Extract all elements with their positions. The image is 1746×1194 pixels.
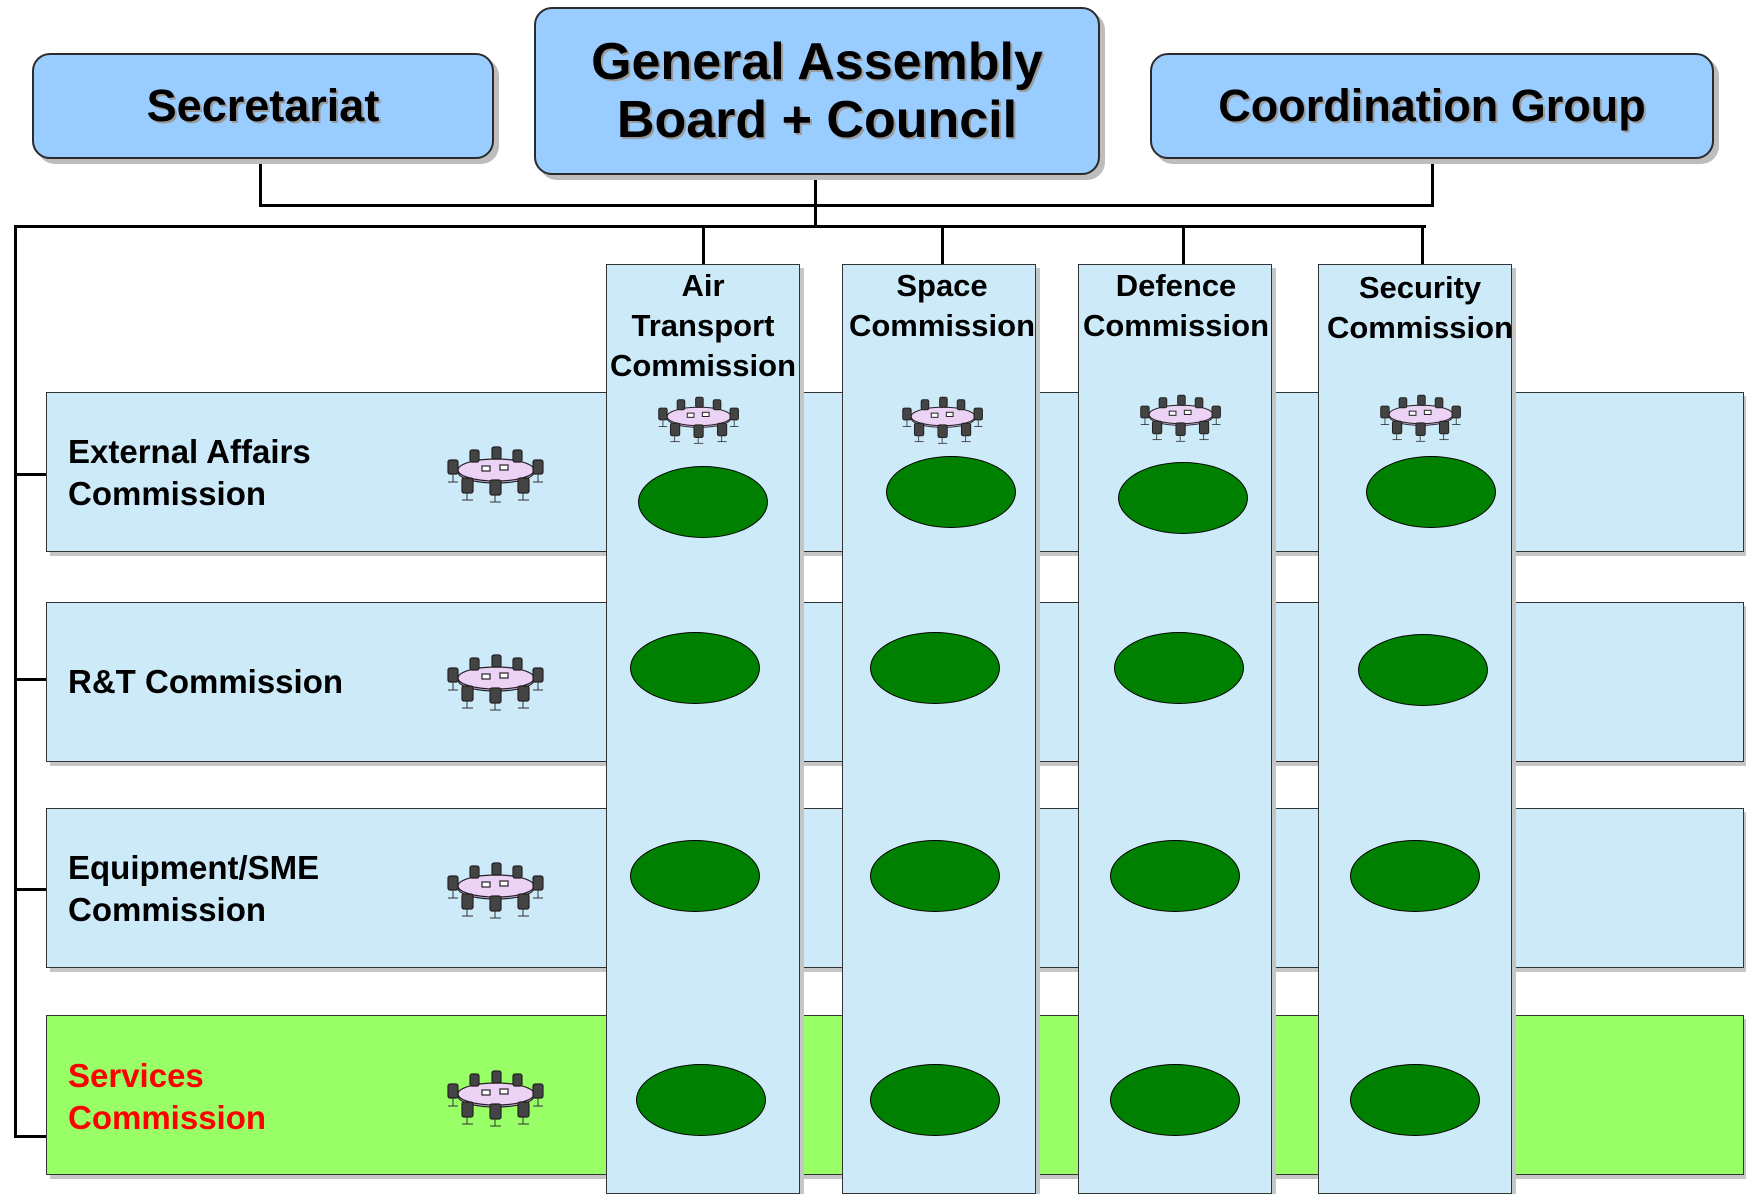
meeting-table-icon bbox=[890, 393, 996, 445]
col-drop-air bbox=[702, 225, 705, 265]
group-ellipse-services-air bbox=[636, 1064, 766, 1136]
board-council-label: Board + Council bbox=[616, 91, 1018, 149]
coordination-group-label: Coordination Group bbox=[1218, 79, 1646, 131]
row-label-services: Services Commission bbox=[68, 1057, 267, 1136]
group-ellipse-services-defence bbox=[1110, 1064, 1240, 1136]
group-ellipse-external-space bbox=[886, 456, 1016, 528]
group-ellipse-rt-air bbox=[630, 632, 760, 704]
col-title-air-transport: Air Transport Commission bbox=[609, 268, 797, 383]
meeting-table-icon bbox=[440, 858, 552, 920]
group-ellipse-rt-defence bbox=[1114, 632, 1244, 704]
meeting-table-icon bbox=[646, 393, 752, 445]
secretariat-connector bbox=[259, 156, 262, 207]
row-tick-equipment bbox=[14, 888, 48, 891]
group-ellipse-external-security bbox=[1366, 456, 1496, 528]
left-spine-line bbox=[14, 225, 17, 1137]
group-ellipse-rt-security bbox=[1358, 634, 1488, 706]
group-ellipse-services-security bbox=[1350, 1064, 1480, 1136]
general-assembly-box: General Assembly Board + Council bbox=[534, 7, 1100, 175]
row-label-rt: R&T Commission bbox=[68, 663, 344, 700]
assembly-connector bbox=[814, 172, 817, 226]
row-tick-services bbox=[14, 1135, 48, 1138]
col-title-security: Security Commission bbox=[1326, 270, 1514, 345]
group-ellipse-external-air bbox=[638, 466, 768, 538]
meeting-table-icon bbox=[1128, 391, 1234, 443]
meeting-table-icon bbox=[440, 442, 552, 504]
row-tick-rt bbox=[14, 678, 48, 681]
group-ellipse-equipment-space bbox=[870, 840, 1000, 912]
group-ellipse-services-space bbox=[870, 1064, 1000, 1136]
secretariat-label: Secretariat bbox=[146, 79, 380, 131]
general-assembly-label: General Assembly bbox=[591, 32, 1043, 91]
row-label-equipment: Equipment/SME Commission bbox=[68, 849, 320, 928]
col-title-space: Space Commission bbox=[848, 268, 1036, 343]
group-ellipse-equipment-air bbox=[630, 840, 760, 912]
col-drop-defence bbox=[1182, 225, 1185, 265]
secretariat-box: Secretariat bbox=[32, 53, 494, 159]
coordination-group-box: Coordination Group bbox=[1150, 53, 1714, 159]
meeting-table-icon bbox=[440, 1066, 552, 1128]
col-drop-space bbox=[941, 225, 944, 265]
group-ellipse-equipment-security bbox=[1350, 840, 1480, 912]
meeting-table-icon bbox=[440, 650, 552, 712]
meeting-table-icon bbox=[1368, 391, 1474, 443]
col-title-defence: Defence Commission bbox=[1082, 268, 1270, 343]
group-ellipse-external-defence bbox=[1118, 462, 1248, 534]
col-drop-security bbox=[1421, 225, 1424, 265]
main-distribution-line bbox=[14, 225, 1426, 228]
group-ellipse-equipment-defence bbox=[1110, 840, 1240, 912]
coordination-connector bbox=[1431, 156, 1434, 207]
row-label-external-affairs: External Affairs Commission bbox=[68, 433, 311, 512]
row-tick-external bbox=[14, 473, 48, 476]
top-bar-connector bbox=[259, 204, 1434, 207]
group-ellipse-rt-space bbox=[870, 632, 1000, 704]
